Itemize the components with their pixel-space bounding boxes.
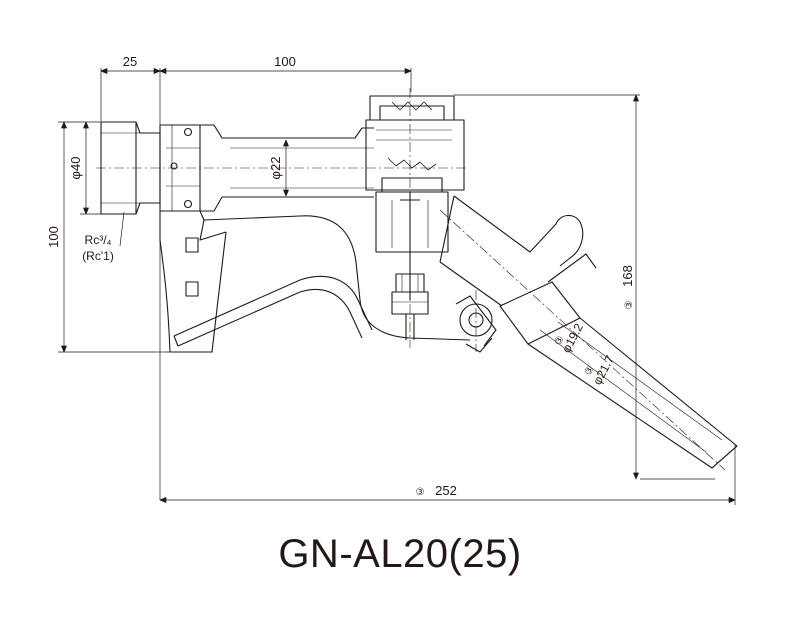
model-title: GN-AL20(25) — [278, 532, 522, 576]
dim-overall-length: 252 — [435, 483, 457, 498]
approx-mark-height: ③ — [624, 300, 635, 309]
approx-mark-length: ③ — [416, 487, 425, 498]
handle-grip — [159, 210, 471, 353]
latch-pivot — [455, 295, 497, 353]
thread-size-label: Rc³/₄ — [85, 233, 112, 247]
valve-housing — [365, 95, 465, 300]
trigger-lever — [173, 275, 373, 347]
dim-body-length: 100 — [274, 54, 296, 69]
body-tube — [200, 124, 374, 212]
dim-height: 100 — [46, 226, 61, 248]
spout — [439, 195, 738, 469]
dim-overall-height: 168 — [620, 265, 635, 287]
dim-inlet-diameter: φ40 — [68, 157, 83, 180]
lower-nut — [391, 273, 429, 340]
dimension-lines — [58, 68, 736, 505]
thread-size-alt-label: (Rc'1) — [82, 249, 114, 263]
dim-bore-diameter: φ22 — [268, 157, 283, 180]
inlet-fitting — [100, 121, 201, 215]
dimension-labels: 25 100 100 φ40 φ22 ③ 168 ③ 252 ③ φ19.2 ③… — [46, 54, 635, 498]
dim-inlet-length: 25 — [123, 54, 137, 69]
